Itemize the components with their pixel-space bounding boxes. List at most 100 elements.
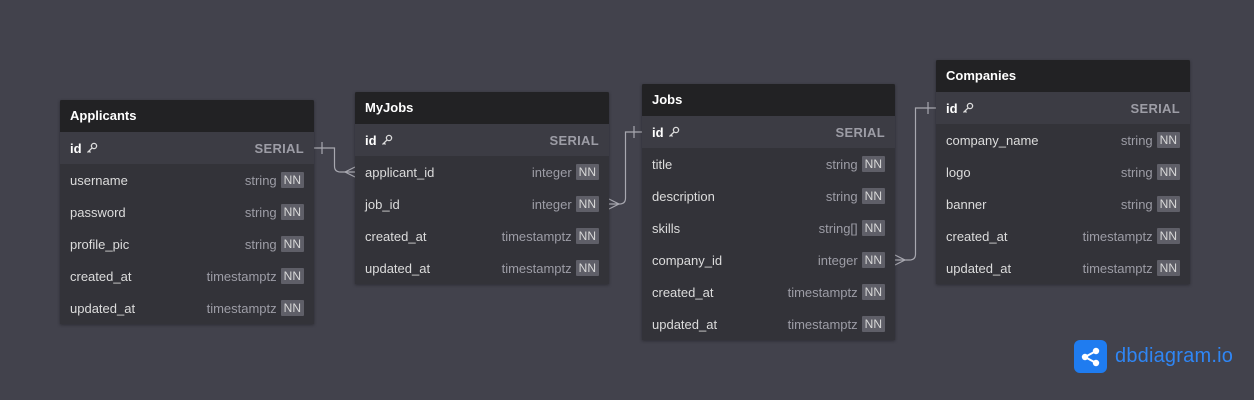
field-name: created_at	[652, 285, 788, 300]
field-type: integer	[817, 252, 858, 268]
field-type: timestamptz	[501, 260, 572, 276]
not-null-badge: NN	[1156, 260, 1180, 276]
not-null-badge: NN	[575, 228, 599, 244]
field-name: updated_at	[365, 261, 502, 276]
field-type: string	[1120, 132, 1153, 148]
not-null-badge: NN	[1156, 228, 1180, 244]
not-null-badge: NN	[280, 204, 304, 220]
not-null-badge: NN	[575, 196, 599, 212]
field-name-text: profile_pic	[70, 236, 130, 252]
dbdiagram-logo[interactable]: dbdiagram.io	[1074, 340, 1233, 373]
field-name-text: logo	[946, 164, 971, 180]
field-type: timestamptz	[206, 300, 277, 316]
field-type: timestamptz	[206, 268, 277, 284]
field-name-text: id	[652, 124, 664, 140]
field-name-text: updated_at	[365, 260, 431, 276]
field-name: id	[70, 141, 255, 156]
field-name-text: id	[946, 100, 958, 116]
not-null-badge: NN	[861, 220, 885, 236]
relation-line-applicants-myjobs	[314, 147, 355, 173]
not-null-badge: NN	[861, 188, 885, 204]
field-type: string	[825, 156, 858, 172]
field-name: created_at	[70, 269, 207, 284]
field-name-text: created_at	[365, 228, 427, 244]
field-type: string	[1120, 164, 1153, 180]
table-header[interactable]: Applicants	[60, 100, 314, 132]
field-row-id[interactable]: id SERIAL	[936, 92, 1190, 124]
field-name: updated_at	[70, 301, 207, 316]
not-null-badge: NN	[861, 284, 885, 300]
relation-line-jobs-myjobs	[609, 131, 642, 205]
field-name: title	[652, 157, 826, 172]
table-header[interactable]: MyJobs	[355, 92, 609, 124]
field-type: string	[244, 204, 277, 220]
field-name-text: updated_at	[946, 260, 1012, 276]
field-type: integer	[531, 164, 572, 180]
field-name: logo	[946, 165, 1121, 180]
field-name-text: updated_at	[652, 316, 718, 332]
key-icon	[962, 102, 973, 113]
not-null-badge: NN	[280, 300, 304, 316]
not-null-badge: NN	[280, 236, 304, 252]
field-name: updated_at	[652, 317, 788, 332]
not-null-badge: NN	[1156, 196, 1180, 212]
table-header[interactable]: Companies	[936, 60, 1190, 92]
logo-name: dbdiagram	[1115, 345, 1212, 367]
field-type: SERIAL	[1130, 100, 1180, 116]
field-name-text: company_id	[652, 252, 723, 268]
share-nodes-icon	[1074, 340, 1107, 373]
field-name-text: username	[70, 172, 128, 188]
field-name-text: applicant_id	[365, 164, 435, 180]
field-name-text: password	[70, 204, 126, 220]
field-name-text: updated_at	[70, 300, 136, 316]
field-name-text: created_at	[946, 228, 1008, 244]
field-name: updated_at	[946, 261, 1083, 276]
field-type: integer	[531, 196, 572, 212]
field-name: company_name	[946, 133, 1121, 148]
field-name: banner	[946, 197, 1121, 212]
field-name-text: company_name	[946, 132, 1039, 148]
field-name-text: skills	[652, 220, 681, 236]
field-name-text: job_id	[365, 196, 400, 212]
logo-text: dbdiagram.io	[1115, 345, 1233, 368]
field-name-text: description	[652, 188, 715, 204]
not-null-badge: NN	[861, 156, 885, 172]
field-type: timestamptz	[1082, 260, 1153, 276]
field-name: skills	[652, 221, 819, 236]
field-name: created_at	[946, 229, 1083, 244]
field-name: id	[652, 125, 836, 140]
field-type: timestamptz	[1082, 228, 1153, 244]
field-name: profile_pic	[70, 237, 245, 252]
key-icon	[86, 142, 97, 153]
field-name: applicant_id	[365, 165, 532, 180]
table-header[interactable]: Jobs	[642, 84, 895, 116]
